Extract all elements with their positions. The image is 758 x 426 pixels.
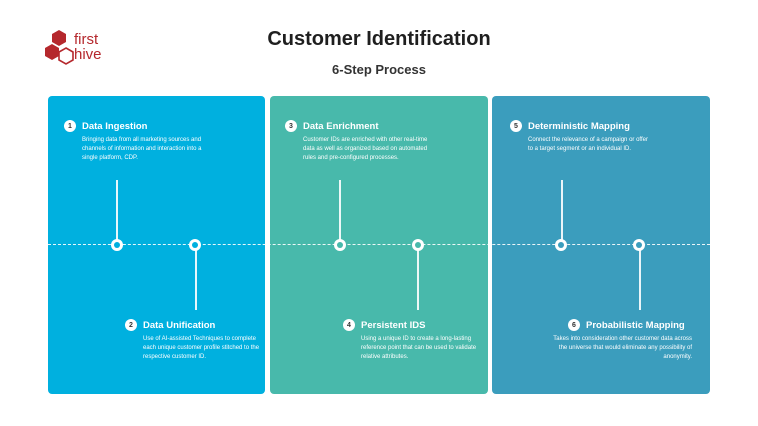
step-3-title: Data Enrichment <box>303 120 379 132</box>
step-5-badge: 5 <box>510 120 522 132</box>
step-4-heading: 4 Persistent IDS <box>343 319 425 331</box>
step-3-heading: 3 Data Enrichment <box>285 120 379 132</box>
page-title: Customer Identification <box>267 28 491 50</box>
step-2-title: Data Unification <box>143 319 216 331</box>
step-3-description: Customer IDs are enriched with other rea… <box>303 137 428 161</box>
step-2-heading: 2 Data Unification <box>125 319 215 331</box>
timeline-node-3 <box>334 239 346 251</box>
timeline-node-5 <box>555 239 567 251</box>
timeline-node-2 <box>189 239 201 251</box>
step-1-title: Data Ingestion <box>82 120 148 132</box>
step-5-heading: 5 Deterministic Mapping <box>510 120 630 132</box>
timeline-node-4 <box>412 239 424 251</box>
connector-step-1 <box>116 180 118 244</box>
logo-text: first hive <box>74 32 102 62</box>
timeline-dashed-line <box>48 244 710 245</box>
step-4-title: Persistent IDS <box>361 319 426 331</box>
step-4-description: Using a unique ID to create a long-lasti… <box>361 336 477 360</box>
step-6-badge: 6 <box>568 319 580 331</box>
step-3-badge: 3 <box>285 120 297 132</box>
connector-step-6 <box>639 244 641 310</box>
step-1-description: Bringing data from all marketing sources… <box>82 137 202 161</box>
step-6-title: Probabilistic Mapping <box>586 319 685 331</box>
step-6-heading: 6 Probabilistic Mapping <box>568 319 685 331</box>
step-5-description: Connect the relevance of a campaign or o… <box>528 137 648 152</box>
connector-step-4 <box>417 244 419 310</box>
logo-text-hive: hive <box>74 46 102 63</box>
step-5-title: Deterministic Mapping <box>528 120 630 132</box>
step-1-heading: 1 Data Ingestion <box>64 120 147 132</box>
panel-middle <box>270 96 488 394</box>
connector-step-2 <box>195 244 197 310</box>
firsthive-logo: first hive <box>44 28 124 72</box>
timeline-node-6 <box>633 239 645 251</box>
step-2-badge: 2 <box>125 319 137 331</box>
page-subtitle: 6-Step Process <box>332 62 426 77</box>
hexagon-logo-icon <box>45 30 74 65</box>
connector-step-5 <box>561 180 563 244</box>
panel-right <box>492 96 710 394</box>
step-6-description: Takes into consideration other customer … <box>553 336 692 360</box>
connector-step-3 <box>339 180 341 244</box>
logo-text-first: first <box>74 31 99 48</box>
panel-left <box>48 96 265 394</box>
step-1-badge: 1 <box>64 120 76 132</box>
step-2-description: Use of AI-assisted Techniques to complet… <box>143 336 260 360</box>
timeline-node-1 <box>111 239 123 251</box>
step-4-badge: 4 <box>343 319 355 331</box>
